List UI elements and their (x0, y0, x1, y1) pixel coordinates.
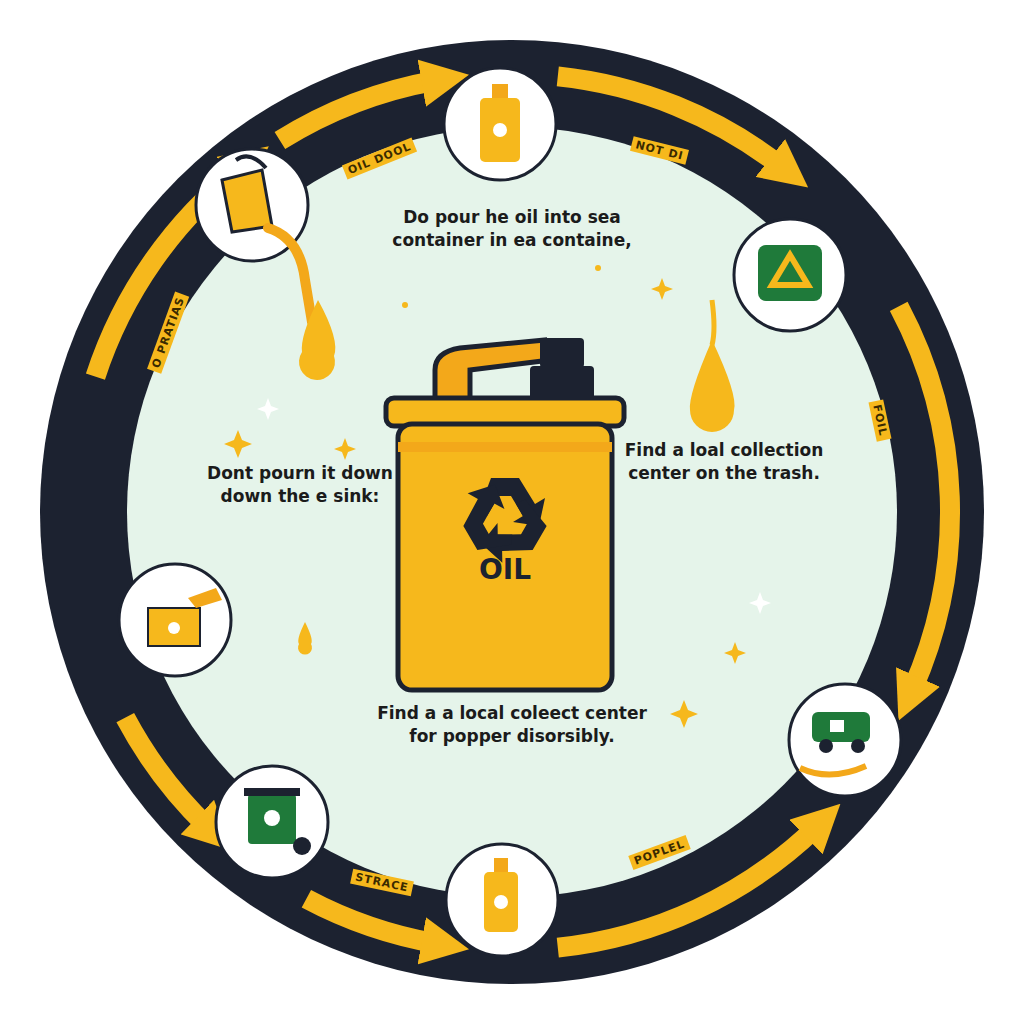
ring-arrow (280, 81, 436, 141)
can-label: OIL (445, 551, 565, 589)
can-shape (380, 330, 630, 700)
instruction-text: Find a loal collection center on the tra… (609, 439, 839, 485)
ring-arrow (306, 899, 436, 944)
instruction-text: Dont pourn it down down the e sink: (205, 462, 395, 508)
dark-ring (40, 40, 984, 984)
oil-can: OIL (380, 330, 630, 700)
ring-arrow (125, 718, 207, 827)
instruction-text: Find a a local coleect center for popper… (362, 702, 662, 748)
ring-arrow (899, 306, 950, 690)
center-circle: Do pour he oil into sea container in ea … (127, 127, 897, 897)
instruction-text: Do pour he oil into sea container in ea … (362, 206, 662, 252)
